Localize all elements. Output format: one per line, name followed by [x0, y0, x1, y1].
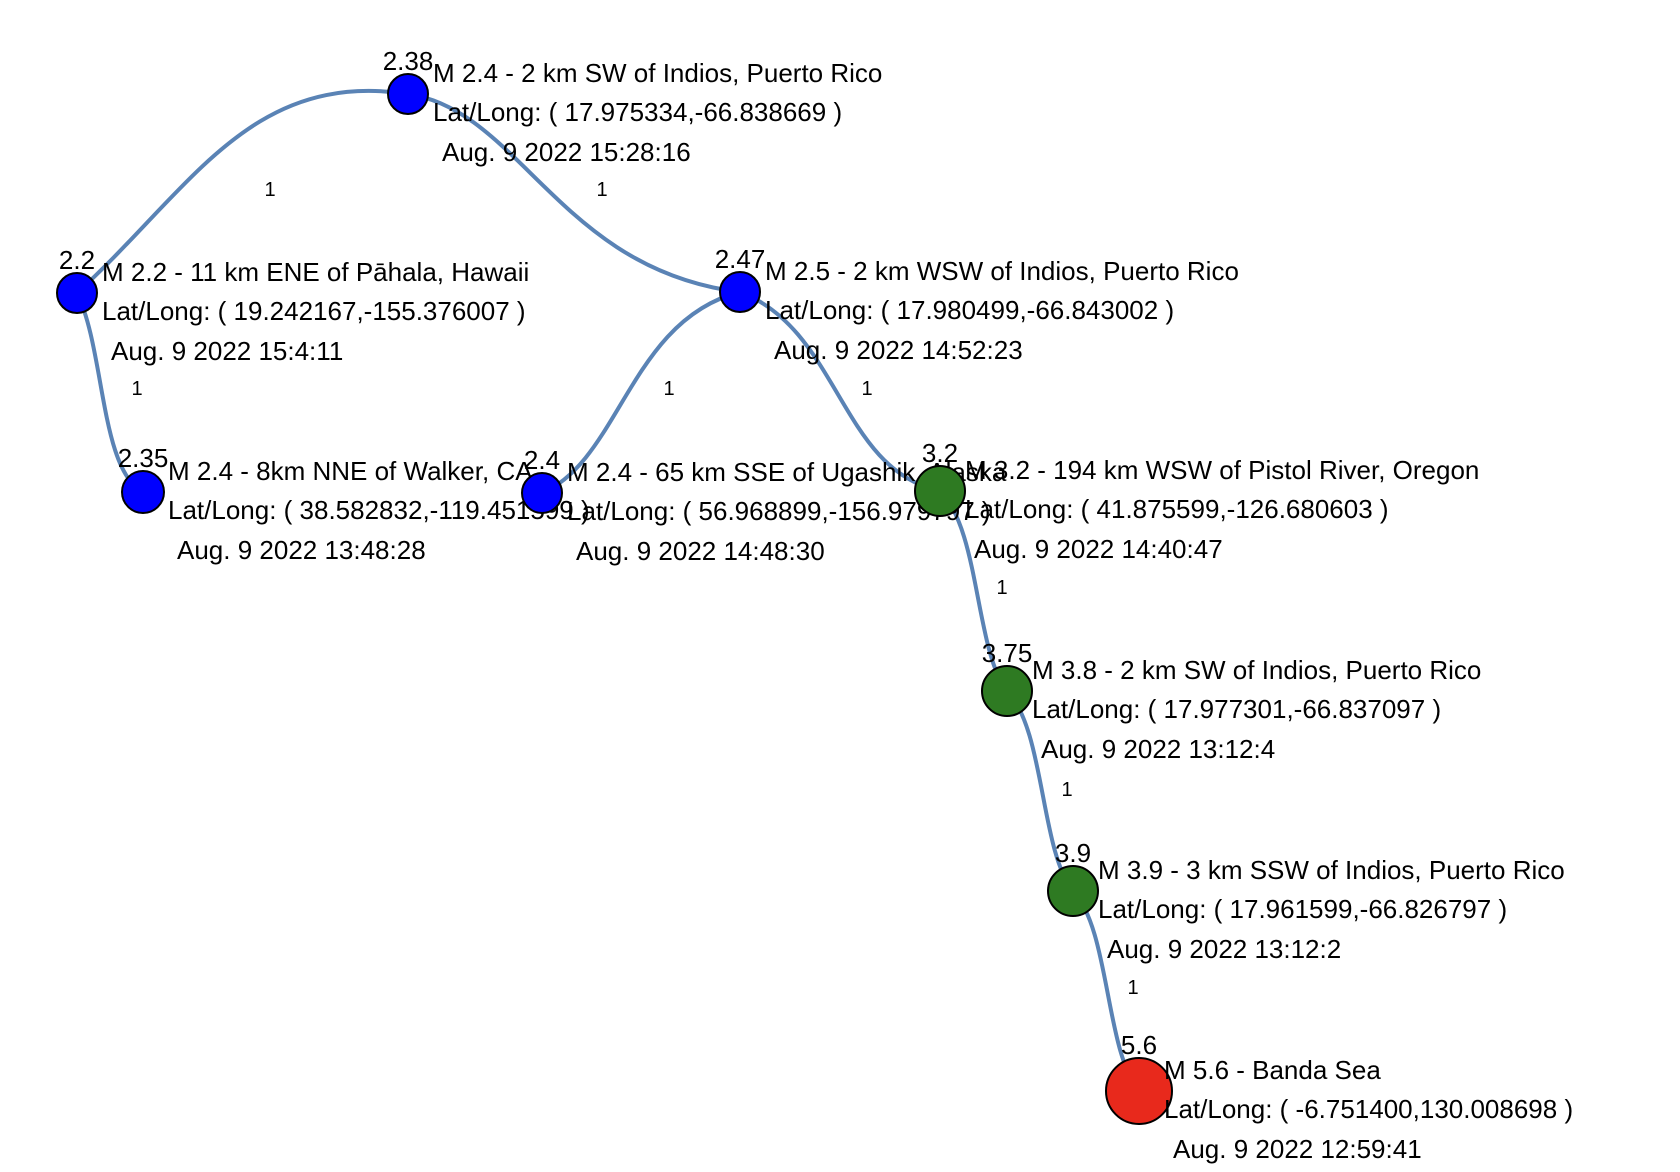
edge-n238-n247: [407, 92, 741, 294]
node-title: M 3.8 - 2 km SW of Indios, Puerto Rico: [1032, 655, 1481, 685]
node-circle[interactable]: [56, 272, 98, 314]
node-circle[interactable]: [1105, 1057, 1173, 1125]
node-value-label: 3.75: [982, 638, 1033, 668]
node-time: Aug. 9 2022 15:4:11: [111, 336, 343, 366]
node-title: M 3.9 - 3 km SSW of Indios, Puerto Rico: [1098, 855, 1565, 885]
node-value-label: 2.47: [715, 244, 766, 274]
node-latlong: Lat/Long: ( 17.977301,-66.837097 ): [1032, 694, 1441, 724]
node-latlong: Lat/Long: ( 38.582832,-119.451599 ): [168, 495, 590, 525]
node-circle[interactable]: [387, 73, 429, 115]
node-value-label: 3.2: [922, 438, 958, 468]
node-time: Aug. 9 2022 13:12:2: [1107, 934, 1341, 964]
node-value-label: 2.35: [118, 443, 169, 473]
graph-node[interactable]: 3.9M 3.9 - 3 km SSW of Indios, Puerto Ri…: [1047, 838, 1565, 964]
node-value-label: 2.38: [383, 46, 434, 76]
node-title: M 2.4 - 2 km SW of Indios, Puerto Rico: [433, 58, 882, 88]
node-time: Aug. 9 2022 15:28:16: [442, 137, 691, 167]
edge-n22-n238: [75, 88, 409, 295]
graph-node[interactable]: 3.2M 3.2 - 194 km WSW of Pistol River, O…: [914, 438, 1479, 564]
node-circle[interactable]: [1047, 865, 1099, 917]
node-time: Aug. 9 2022 13:12:4: [1041, 734, 1275, 764]
node-circle[interactable]: [521, 472, 563, 514]
node-title: M 3.2 - 194 km WSW of Pistol River, Oreg…: [965, 455, 1479, 485]
edge-weight-label: 1: [1127, 977, 1138, 999]
node-time: Aug. 9 2022 14:48:30: [576, 536, 825, 566]
edge-weight-label: 1: [131, 378, 142, 400]
node-circle[interactable]: [719, 271, 761, 313]
node-value-label: 2.2: [59, 245, 95, 275]
node-circle[interactable]: [981, 665, 1033, 717]
node-title: M 2.2 - 11 km ENE of Pāhala, Hawaii: [102, 257, 529, 287]
node-time: Aug. 9 2022 12:59:41: [1173, 1134, 1422, 1164]
edge-weight-label: 1: [861, 378, 872, 400]
graph-node[interactable]: 3.75M 3.8 - 2 km SW of Indios, Puerto Ri…: [981, 638, 1482, 764]
node-time: Aug. 9 2022 14:52:23: [774, 335, 1023, 365]
node-latlong: Lat/Long: ( 17.980499,-66.843002 ): [765, 295, 1174, 325]
edge-weight-label: 1: [996, 577, 1007, 599]
node-time: Aug. 9 2022 13:48:28: [177, 535, 426, 565]
node-latlong: Lat/Long: ( 17.975334,-66.838669 ): [433, 97, 842, 127]
node-latlong: Lat/Long: ( 17.961599,-66.826797 ): [1098, 894, 1507, 924]
node-value-label: 3.9: [1055, 838, 1091, 868]
node-title: M 5.6 - Banda Sea: [1164, 1055, 1381, 1085]
node-value-label: 5.6: [1121, 1030, 1157, 1060]
edge-n24-n247: [541, 290, 741, 495]
edge-weight-label: 1: [663, 378, 674, 400]
node-latlong: Lat/Long: ( 19.242167,-155.376007 ): [102, 296, 526, 326]
edge-weight-label: 1: [596, 179, 607, 201]
edges-layer: 1 1 1 1 1 1 1 1: [75, 88, 1141, 1093]
edge-n247-n32: [739, 290, 941, 493]
edge-weight-label: 1: [1061, 779, 1072, 801]
node-circle[interactable]: [121, 470, 165, 514]
edge-weight-label: 1: [264, 179, 275, 201]
node-circle[interactable]: [914, 465, 966, 517]
node-time: Aug. 9 2022 14:40:47: [974, 534, 1223, 564]
node-title: M 2.4 - 8km NNE of Walker, CA: [168, 456, 533, 486]
node-value-label: 2.4: [524, 445, 560, 475]
node-latlong: Lat/Long: ( 41.875599,-126.680603 ): [965, 494, 1389, 524]
node-latlong: Lat/Long: ( -6.751400,130.008698 ): [1164, 1094, 1573, 1124]
node-title: M 2.5 - 2 km WSW of Indios, Puerto Rico: [765, 256, 1239, 286]
